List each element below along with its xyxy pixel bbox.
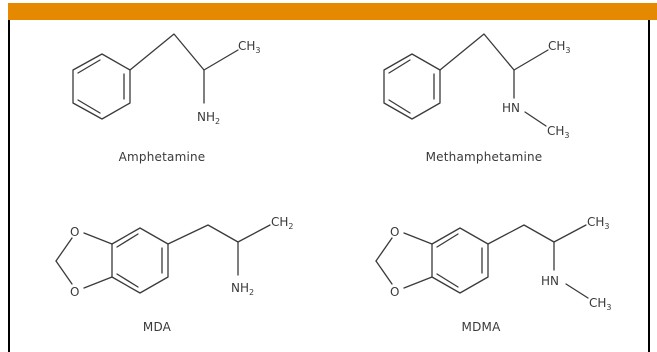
benzene-ring [383, 53, 441, 120]
n-methyl-group: CH3 [589, 296, 612, 312]
right-border [648, 20, 650, 352]
amphetamine-structure: CH3 NH2 Amphetamine [72, 33, 261, 164]
benzene-ring [72, 53, 131, 120]
amine-group: HN [541, 274, 559, 288]
ring-oxygen: O [70, 225, 79, 239]
amine-group: NH2 [197, 110, 220, 126]
dioxole-ring [375, 232, 433, 289]
ring-oxygen: O [70, 285, 79, 299]
methamphetamine-structure: CH3 HN CH3 Methamphetamine [383, 33, 571, 164]
benzene-ring [431, 227, 489, 294]
methyl-group: CH3 [238, 39, 261, 55]
ring-oxygen: O [390, 285, 399, 299]
n-methyl-bond [524, 111, 547, 127]
n-methyl-bond [565, 283, 589, 299]
side-chain [487, 224, 587, 245]
left-border [8, 20, 10, 352]
molecule-label: Methamphetamine [426, 150, 543, 164]
mdma-structure: O O CH3 HN CH3 MDMA [375, 215, 612, 334]
side-chain [167, 224, 271, 245]
accent-bar [8, 3, 657, 20]
benzene-ring [111, 227, 169, 294]
methyl-group: CH3 [587, 215, 610, 231]
ring-oxygen: O [390, 225, 399, 239]
methyl-group: CH3 [548, 39, 571, 55]
methyl-group: CH2 [271, 215, 294, 231]
side-chain [439, 33, 549, 71]
mda-structure: O O CH2 NH2 MDA [55, 215, 294, 334]
amine-group: HN [502, 101, 520, 115]
dioxole-ring [55, 232, 113, 289]
side-chain [129, 33, 239, 71]
molecule-label: MDMA [462, 320, 502, 334]
molecule-label: MDA [143, 320, 172, 334]
n-methyl-group: CH3 [547, 124, 570, 140]
molecule-label: Amphetamine [119, 150, 206, 164]
amine-group: NH2 [231, 281, 254, 297]
